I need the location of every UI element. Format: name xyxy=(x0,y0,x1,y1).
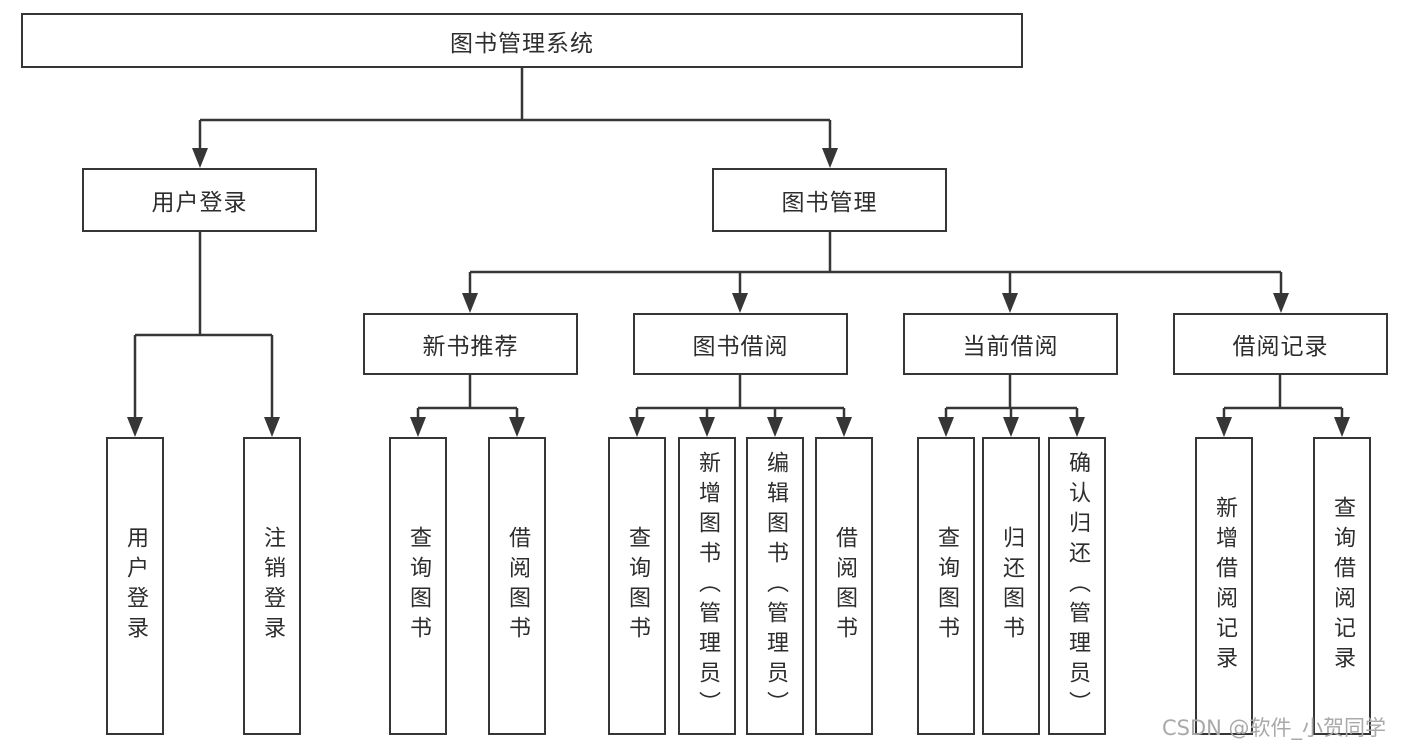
node-book-management: 图书管理 xyxy=(712,168,947,232)
node-root: 图书管理系统 xyxy=(21,13,1023,68)
leaf-query-borrow-record-label: 查询借阅记录 xyxy=(1330,496,1355,676)
node-borrowing-records-label: 借阅记录 xyxy=(1232,334,1329,360)
csdn-watermark: CSDN @软件_小贺同学 xyxy=(1162,716,1387,740)
leaf-return-books-label: 归还图书 xyxy=(999,526,1024,646)
leaf-user-login-label: 用户登录 xyxy=(123,526,148,646)
leaf-add-books-admin: 新增图书（管理员） xyxy=(678,437,736,735)
node-new-book-recommendation-label: 新书推荐 xyxy=(422,334,519,360)
leaf-borrow-books-2: 借阅图书 xyxy=(815,437,873,735)
node-current-borrowing: 当前借阅 xyxy=(903,313,1118,375)
node-current-borrowing-label: 当前借阅 xyxy=(962,334,1059,360)
leaf-confirm-return-admin: 确认归还（管理员） xyxy=(1048,437,1106,735)
leaf-query-books-2: 查询图书 xyxy=(608,437,666,735)
leaf-add-borrow-record: 新增借阅记录 xyxy=(1195,437,1253,735)
leaf-borrow-books-2-label: 借阅图书 xyxy=(832,526,857,646)
leaf-query-books-2-label: 查询图书 xyxy=(625,526,650,646)
leaf-confirm-return-admin-label: 确认归还（管理员） xyxy=(1065,451,1090,721)
node-root-label: 图书管理系统 xyxy=(450,30,594,57)
leaf-query-books-3: 查询图书 xyxy=(917,437,975,735)
node-borrowing-records: 借阅记录 xyxy=(1173,313,1388,375)
leaf-user-login: 用户登录 xyxy=(106,437,164,735)
leaf-query-books-3-label: 查询图书 xyxy=(934,526,959,646)
node-user-login-label: 用户登录 xyxy=(151,190,248,216)
node-user-login: 用户登录 xyxy=(82,168,317,232)
leaf-return-books: 归还图书 xyxy=(982,437,1040,735)
node-book-management-label: 图书管理 xyxy=(781,190,878,216)
tree-edges xyxy=(133,68,1344,421)
leaf-query-books-1-label: 查询图书 xyxy=(406,526,431,646)
leaf-borrow-books-1: 借阅图书 xyxy=(488,437,546,735)
leaf-query-borrow-record: 查询借阅记录 xyxy=(1313,437,1371,735)
leaf-edit-books-admin-label: 编辑图书（管理员） xyxy=(763,451,788,721)
leaf-query-books-1: 查询图书 xyxy=(389,437,447,735)
leaf-logout-label: 注销登录 xyxy=(260,526,285,646)
node-new-book-recommendation: 新书推荐 xyxy=(363,313,578,375)
leaf-edit-books-admin: 编辑图书（管理员） xyxy=(746,437,804,735)
leaf-borrow-books-1-label: 借阅图书 xyxy=(505,526,530,646)
leaf-logout: 注销登录 xyxy=(243,437,301,735)
leaf-add-borrow-record-label: 新增借阅记录 xyxy=(1212,496,1237,676)
node-book-borrowing-label: 图书借阅 xyxy=(692,334,789,360)
node-book-borrowing: 图书借阅 xyxy=(633,313,848,375)
leaf-add-books-admin-label: 新增图书（管理员） xyxy=(695,451,720,721)
